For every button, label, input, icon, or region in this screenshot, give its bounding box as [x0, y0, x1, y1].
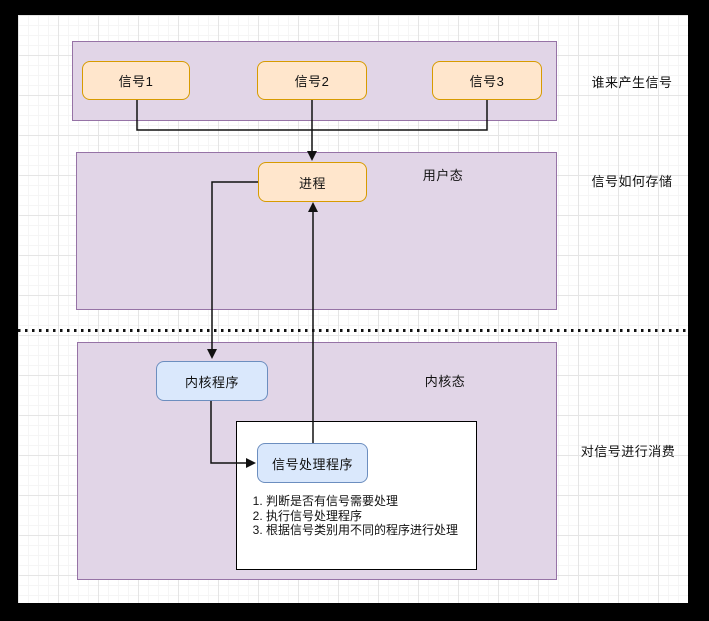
user-mode-label: 用户态 [422, 168, 464, 183]
handler-step-2: 执行信号处理程序 [266, 509, 471, 524]
node-signal1: 信号1 [82, 61, 190, 100]
user-kernel-divider [18, 329, 688, 332]
kernel-mode-label: 内核态 [424, 374, 466, 389]
side-label-consume: 对信号进行消费 [580, 444, 676, 459]
side-label-store: 信号如何存储 [591, 174, 673, 189]
handler-step-3: 根据信号类别用不同的程序进行处理 [266, 523, 471, 538]
node-signal3: 信号3 [432, 61, 542, 100]
node-process-label: 进程 [298, 175, 326, 191]
node-process: 进程 [258, 162, 367, 202]
node-kernel-program: 内核程序 [156, 361, 268, 401]
side-label-produce: 谁来产生信号 [591, 75, 673, 90]
handler-step-1: 判断是否有信号需要处理 [266, 494, 471, 509]
node-signal1-label: 信号1 [118, 74, 154, 89]
node-signal2: 信号2 [257, 61, 367, 100]
node-signal3-label: 信号3 [469, 74, 505, 89]
node-signal-handler: 信号处理程序 [257, 443, 368, 483]
node-signal-handler-label: 信号处理程序 [271, 456, 353, 472]
node-signal2-label: 信号2 [294, 74, 330, 89]
handler-steps-list: 判断是否有信号需要处理 执行信号处理程序 根据信号类别用不同的程序进行处理 [249, 494, 471, 538]
node-kernel-program-label: 内核程序 [184, 374, 239, 390]
